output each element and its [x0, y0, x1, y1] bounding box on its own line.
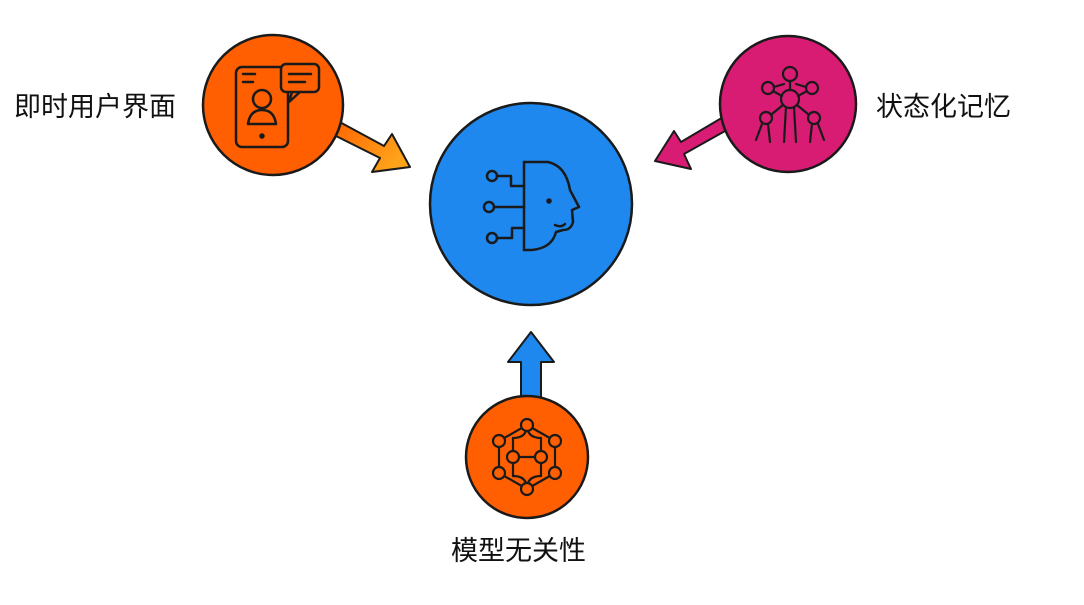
tablet-chat-icon — [234, 62, 321, 149]
instant-ui-label: 即时用户界面 — [14, 92, 176, 123]
stateful-memory-node — [718, 34, 858, 174]
instant-ui-node — [201, 33, 345, 177]
arrow-bottom-to-center — [507, 331, 555, 405]
molecule-network-icon — [754, 65, 826, 144]
ai-head-icon — [482, 160, 581, 252]
model-agnostic-node — [464, 394, 590, 520]
center-ai-node — [428, 101, 634, 307]
model-agnostic-label: 模型无关性 — [451, 536, 586, 567]
network-hexagon-icon — [491, 417, 563, 497]
stateful-memory-label: 状态化记忆 — [876, 92, 1011, 123]
